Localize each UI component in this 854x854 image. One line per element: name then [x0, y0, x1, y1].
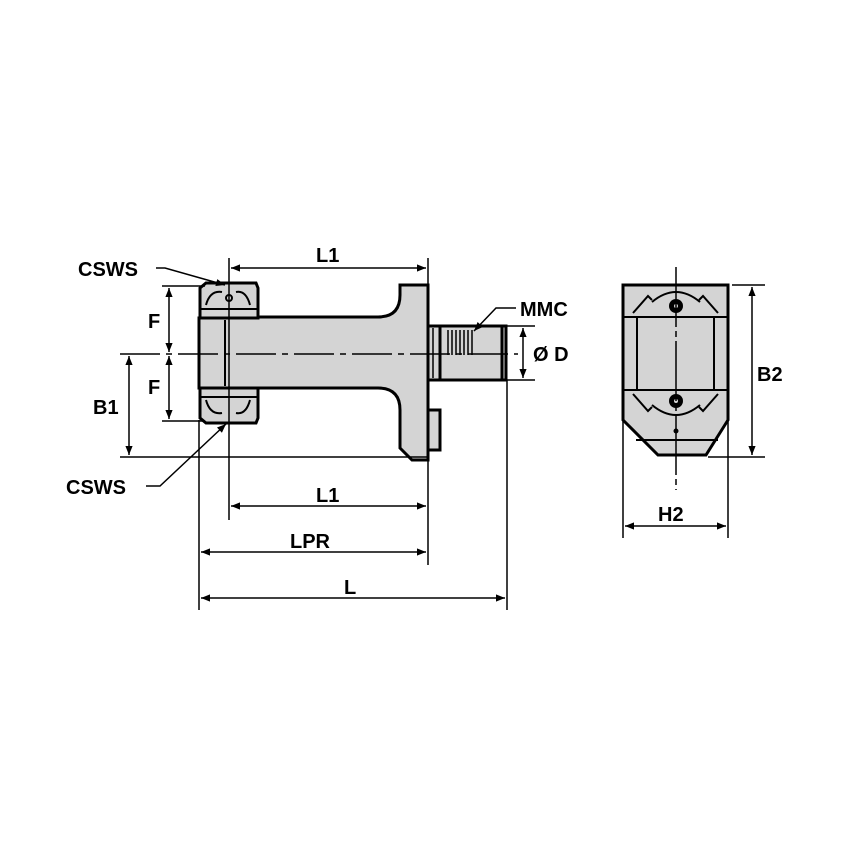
end-view: B2 H2 [621, 267, 783, 538]
holder-body [197, 281, 508, 462]
label-h2: H2 [658, 504, 684, 526]
label-l: L [344, 577, 356, 599]
label-l1-bottom: L1 [316, 485, 339, 507]
label-csws-bottom: CSWS [66, 477, 126, 499]
label-l1-top: L1 [316, 245, 339, 267]
label-csws-top: CSWS [78, 259, 138, 281]
label-mmc: MMC [520, 299, 568, 321]
leader-csws-top [156, 267, 226, 287]
label-lpr: LPR [290, 531, 331, 553]
leader-mmc [473, 307, 516, 332]
label-od: Ø D [533, 344, 569, 366]
leader-csws-bottom [146, 423, 227, 487]
thread-mmc [432, 326, 504, 380]
side-view: CSWS CSWS F F B1 L1 L1 LPR L MMC Ø D [66, 245, 569, 610]
label-f-bottom: F [148, 377, 160, 399]
label-b1: B1 [93, 397, 119, 419]
label-b2: B2 [757, 364, 783, 386]
label-f-top: F [148, 311, 160, 333]
